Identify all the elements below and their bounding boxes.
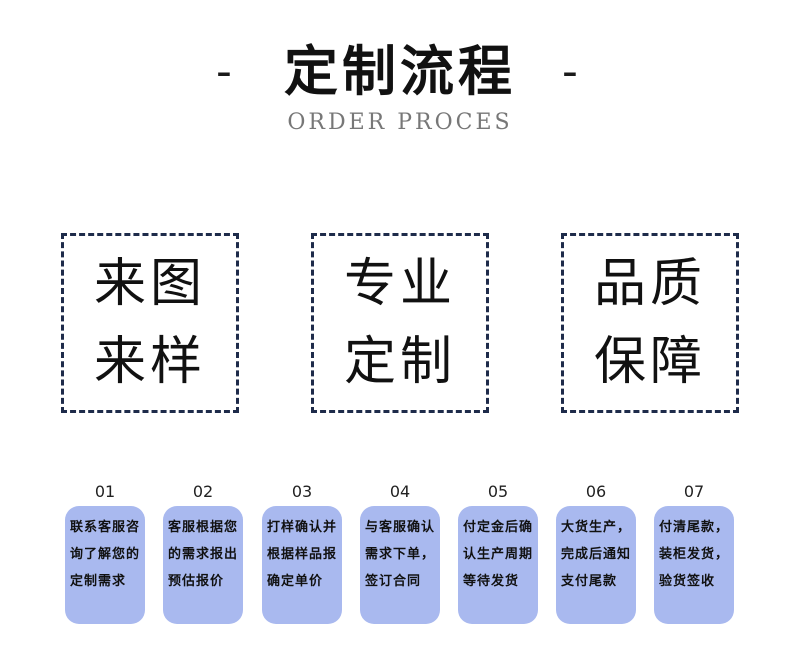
step-2: 02 客服根据您的需求报出预估报价 [163,482,243,624]
step-6: 06 大货生产，完成后通知支付尾款 [556,482,636,624]
step-7-number: 07 [683,482,705,501]
step-1-card: 联系客服咨询了解您的定制需求 [65,506,145,624]
step-3: 03 打样确认并根据样品报确定单价 [262,482,342,624]
step-3-card: 打样确认并根据样品报确定单价 [262,506,342,624]
step-3-text: 打样确认并根据样品报确定单价 [267,520,338,589]
title-dash-left: - [216,46,232,97]
step-5: 05 付定金后确认生产周期等待发货 [458,482,538,624]
step-1: 01 联系客服咨询了解您的定制需求 [65,482,145,624]
step-4-number: 04 [389,482,411,501]
step-6-text: 大货生产，完成后通知支付尾款 [561,520,632,589]
step-2-card: 客服根据您的需求报出预估报价 [163,506,243,624]
step-7-card: 付清尾款，装柜发货，验货签收 [654,506,734,624]
page-title: 定制流程 [284,40,516,103]
feature-2-line1: 专业 [343,254,456,314]
step-5-card: 付定金后确认生产周期等待发货 [458,506,538,624]
step-6-card: 大货生产，完成后通知支付尾款 [556,506,636,624]
step-1-number: 01 [94,482,116,501]
feature-1-line1: 来图 [93,254,206,314]
step-3-number: 03 [291,482,313,501]
step-7-text: 付清尾款，装柜发货，验货签收 [659,520,730,589]
feature-box-1: 来图 来样 [61,233,239,413]
feature-2-line2: 定制 [343,332,456,392]
step-2-number: 02 [192,482,214,501]
feature-3-line1: 品质 [593,254,706,314]
feature-1-line2: 来样 [93,332,206,392]
step-4-text: 与客服确认需求下单，签订合同 [365,520,436,589]
feature-3-line2: 保障 [593,332,706,392]
step-2-text: 客服根据您的需求报出预估报价 [168,520,239,589]
feature-box-3: 品质 保障 [561,233,739,413]
feature-box-2: 专业 定制 [311,233,489,413]
title-dash-right: - [562,46,578,97]
step-5-number: 05 [487,482,509,501]
page-header: - 定制流程 - ORDER PROCES [0,40,800,140]
step-1-text: 联系客服咨询了解您的定制需求 [70,520,141,589]
step-5-text: 付定金后确认生产周期等待发货 [463,520,534,589]
step-4-card: 与客服确认需求下单，签订合同 [360,506,440,624]
page-subtitle: ORDER PROCES [287,110,513,135]
step-7: 07 付清尾款，装柜发货，验货签收 [654,482,734,624]
step-4: 04 与客服确认需求下单，签订合同 [360,482,440,624]
step-6-number: 06 [585,482,607,501]
